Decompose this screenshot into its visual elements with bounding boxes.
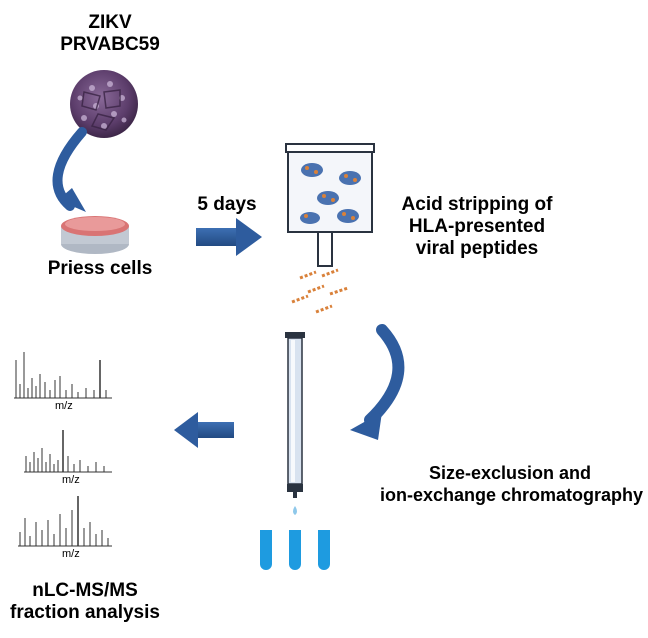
cell-cluster <box>300 163 361 224</box>
petri-dish-icon <box>61 216 129 254</box>
ms-analysis-label: nLC-MS/MS fraction analysis <box>10 580 160 624</box>
virus-label-line2: PRVABC59 <box>60 34 160 55</box>
chrom-line2: ion-exchange chromatography <box>380 485 644 505</box>
mz-axis-label: m/z <box>62 474 80 486</box>
mass-spectrum-icon <box>14 352 112 547</box>
mz-axis-label: m/z <box>62 548 80 560</box>
acid-line3: viral peptides <box>415 238 539 259</box>
peptide-icon <box>291 268 349 314</box>
nlc-line1: nLC-MS/MS <box>32 580 138 601</box>
filter-column-icon <box>285 143 375 267</box>
virus-label-line1: ZIKV <box>88 12 132 33</box>
acid-stripping-label: Acid stripping of HLA-presented viral pe… <box>372 194 582 260</box>
arrow-to-ms-analysis <box>174 412 234 448</box>
chromatography-column-icon <box>285 332 305 515</box>
mz-axis-label: m/z <box>55 400 73 412</box>
virus-label: ZIKV PRVABC59 <box>40 12 180 56</box>
arrow-5-days <box>196 218 262 256</box>
collection-tube-icon <box>260 530 330 570</box>
chromatography-label: Size-exclusion and ion-exchange chromato… <box>380 462 644 506</box>
curved-arrow-virus-to-cells <box>52 127 87 212</box>
virus-icon <box>70 70 138 138</box>
nlc-line2: fraction analysis <box>10 602 160 623</box>
curved-arrow-to-chromatography <box>350 324 405 440</box>
chrom-line1: Size-exclusion and <box>428 463 592 483</box>
acid-line2: HLA-presented <box>408 216 546 237</box>
acid-line1: Acid stripping of <box>401 194 553 215</box>
duration-label: 5 days <box>197 194 257 215</box>
cells-label: Priess cells <box>47 258 153 279</box>
